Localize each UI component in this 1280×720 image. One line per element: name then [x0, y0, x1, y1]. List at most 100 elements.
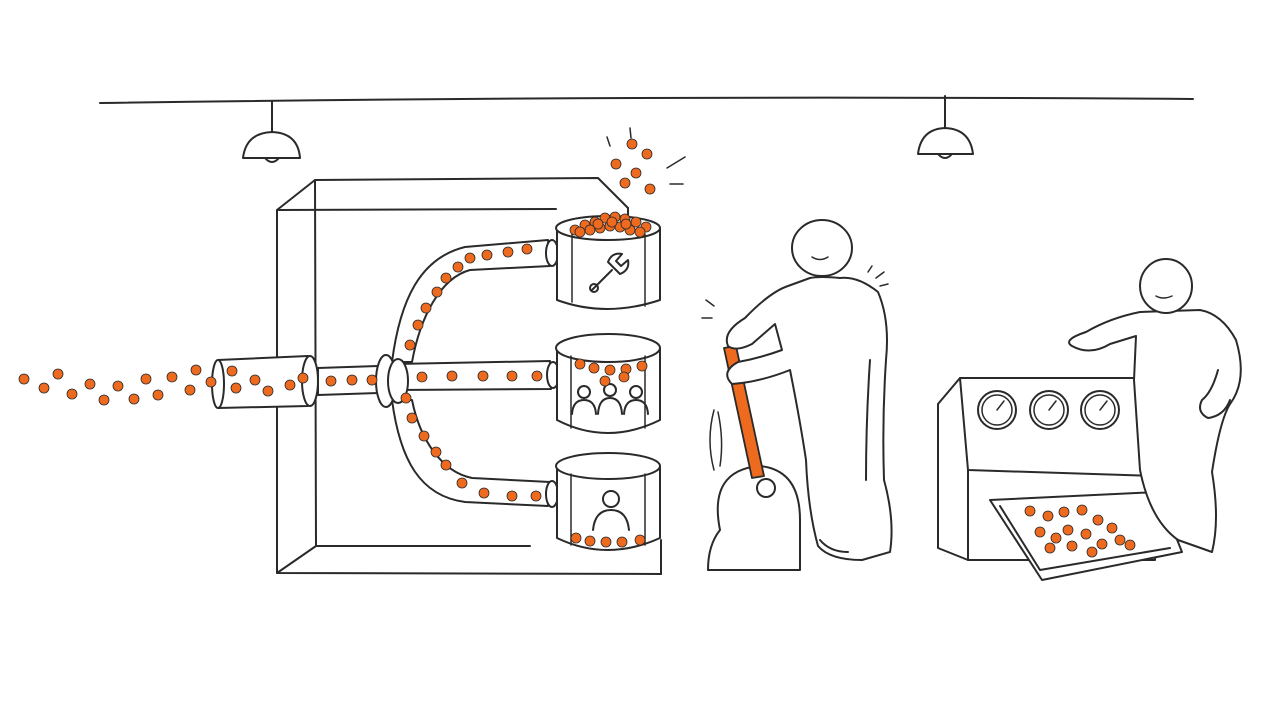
orange-ball [604, 364, 616, 376]
orange-ball [152, 389, 164, 401]
orange-ball [412, 319, 424, 331]
orange-ball [166, 371, 178, 383]
orange-ball [440, 272, 452, 284]
orange-ball [284, 379, 296, 391]
group-of-people-icon [571, 383, 649, 415]
container-top [555, 215, 661, 310]
orange-ball [128, 393, 140, 405]
orange-ball [1114, 534, 1126, 546]
orange-ball [641, 148, 653, 160]
orange-ball [18, 373, 30, 385]
orange-ball [644, 183, 656, 195]
machine-frame [276, 177, 662, 575]
orange-ball [1044, 542, 1056, 554]
ceiling-lamp-left [242, 101, 301, 163]
orange-ball [84, 378, 96, 390]
orange-ball [618, 371, 630, 383]
orange-ball [620, 218, 632, 230]
orange-ball [226, 365, 238, 377]
orange-ball [430, 446, 442, 458]
person-pointing [1068, 258, 1242, 553]
orange-ball [431, 286, 443, 298]
orange-ball [1124, 539, 1136, 551]
single-person-icon [592, 490, 630, 531]
orange-ball [66, 388, 78, 400]
orange-ball [400, 392, 412, 404]
ceiling-wire [99, 96, 1194, 104]
orange-ball [1066, 540, 1078, 552]
orange-ball [416, 371, 428, 383]
orange-ball [52, 368, 64, 380]
orange-ball [1096, 538, 1108, 550]
orange-ball [418, 430, 430, 442]
orange-ball [574, 358, 586, 370]
orange-ball [205, 376, 217, 388]
orange-ball [140, 373, 152, 385]
orange-ball [506, 490, 518, 502]
orange-ball [190, 364, 202, 376]
orange-ball [1058, 506, 1070, 518]
orange-ball [606, 216, 618, 228]
orange-ball [297, 372, 309, 384]
container-bottom [555, 452, 661, 551]
orange-ball [346, 374, 358, 386]
control-panel [937, 377, 1183, 581]
orange-ball [406, 412, 418, 424]
gauge-icon [977, 390, 1017, 430]
orange-ball [1024, 505, 1036, 517]
orange-ball [634, 534, 646, 546]
orange-ball [506, 370, 518, 382]
orange-ball [1034, 526, 1046, 538]
orange-ball [521, 243, 533, 255]
orange-ball [420, 302, 432, 314]
orange-ball [630, 167, 642, 179]
orange-ball [230, 382, 242, 394]
orange-ball [477, 370, 489, 382]
orange-ball [584, 535, 596, 547]
orange-ball [184, 384, 196, 396]
gauge-icon [1080, 390, 1120, 430]
orange-ball [262, 385, 274, 397]
orange-ball [1086, 546, 1098, 558]
orange-ball [452, 261, 464, 273]
orange-ball [1076, 504, 1088, 516]
orange-ball [570, 532, 582, 544]
pipes [211, 239, 560, 508]
orange-ball [619, 177, 631, 189]
container-middle [555, 333, 661, 434]
ceiling-lamp-right [917, 95, 974, 159]
orange-ball [481, 249, 493, 261]
orange-ball [440, 459, 452, 471]
orange-ball [626, 138, 638, 150]
orange-ball [600, 536, 612, 548]
orange-ball [636, 360, 648, 372]
orange-ball [366, 374, 378, 386]
orange-ball [1080, 528, 1092, 540]
orange-ball [574, 226, 586, 238]
orange-ball [38, 382, 50, 394]
orange-ball [1092, 514, 1104, 526]
orange-ball [112, 380, 124, 392]
orange-ball [610, 158, 622, 170]
person-with-lever [701, 219, 893, 571]
sparkle-lines [606, 127, 686, 185]
orange-ball [634, 226, 646, 238]
orange-ball [502, 246, 514, 258]
orange-ball [464, 252, 476, 264]
orange-ball [249, 374, 261, 386]
wrench-icon [589, 252, 630, 293]
orange-ball [1050, 532, 1062, 544]
orange-ball [1042, 510, 1054, 522]
orange-ball [456, 477, 468, 489]
orange-ball [588, 362, 600, 374]
orange-ball [404, 339, 416, 351]
orange-ball [446, 370, 458, 382]
orange-ball [98, 394, 110, 406]
orange-ball [599, 375, 611, 387]
orange-ball [592, 218, 604, 230]
orange-ball [530, 490, 542, 502]
orange-ball [478, 487, 490, 499]
orange-ball [1062, 524, 1074, 536]
gauge-icon [1029, 390, 1069, 430]
